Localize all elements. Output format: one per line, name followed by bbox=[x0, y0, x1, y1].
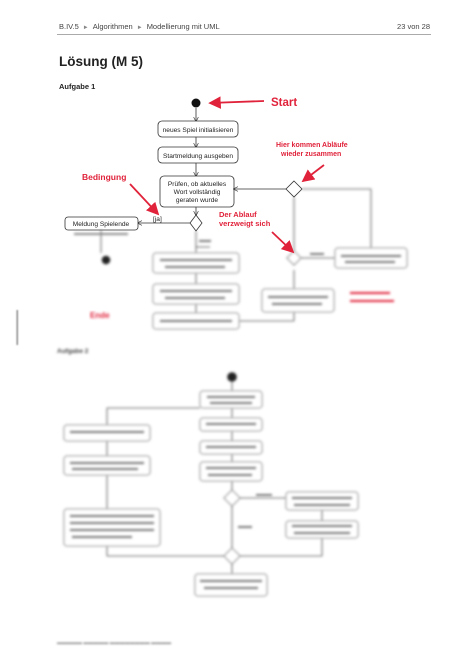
breadcrumb: B.IV.5►Algorithmen►Modellierung mit UML bbox=[59, 22, 220, 31]
action-init-label: neues Spiel initialisieren bbox=[163, 127, 234, 134]
page-number: 23 von 28 bbox=[397, 22, 430, 31]
action-check-label-3: geraten wurde bbox=[176, 197, 218, 204]
breadcrumb-topic: Algorithmen bbox=[92, 22, 133, 31]
diagram-1 bbox=[64, 98, 303, 232]
annotation-condition: Bedingung bbox=[82, 172, 126, 182]
annotations bbox=[97, 96, 348, 305]
final-node bbox=[101, 255, 111, 265]
action-check-label-1: Prüfen, ob aktuelles bbox=[168, 181, 227, 188]
action-end-label: Meldung Spielende bbox=[73, 221, 130, 228]
action-check-word bbox=[159, 175, 235, 208]
page-title: Lösung (M 5) bbox=[59, 54, 143, 69]
page-footer: ▬▬▬▬▬ ▬▬▬▬▬ ▬▬▬▬▬▬▬▬ ▬▬▬▬ bbox=[57, 640, 172, 646]
annotation-merge-2: wieder zusammen bbox=[280, 151, 341, 158]
action-init bbox=[157, 120, 239, 138]
arrow-right-icon: ► bbox=[82, 25, 89, 31]
breadcrumb-subtopic: Modellierung mit UML bbox=[146, 22, 220, 31]
initial-node bbox=[191, 98, 201, 108]
annotation-branch-2: verzweigt sich bbox=[219, 219, 271, 228]
action-check-label-2: Wort vollständig bbox=[174, 189, 221, 196]
action-start-label: Startmeldung ausgeben bbox=[163, 153, 233, 160]
action-start-message bbox=[157, 146, 239, 164]
diagram-2 bbox=[63, 372, 359, 597]
task-1-heading: Aufgabe 1 bbox=[59, 82, 96, 91]
header-divider bbox=[57, 34, 431, 35]
arrow-right-icon: ► bbox=[136, 25, 143, 31]
annotation-start: Start bbox=[271, 97, 297, 109]
merge-node bbox=[285, 180, 303, 198]
guard-yes-label: [ja] bbox=[153, 216, 162, 223]
breadcrumb-section: B.IV.5 bbox=[59, 22, 79, 31]
annotation-merge-1: Hier kommen Abläufe bbox=[276, 142, 348, 149]
annotation-end: Ende bbox=[90, 311, 110, 320]
action-end-message bbox=[64, 216, 139, 231]
annotation-branch-1: Der Ablauf bbox=[219, 210, 257, 219]
task-2-heading: Aufgabe 2 bbox=[57, 348, 89, 355]
decision-node bbox=[189, 214, 203, 232]
